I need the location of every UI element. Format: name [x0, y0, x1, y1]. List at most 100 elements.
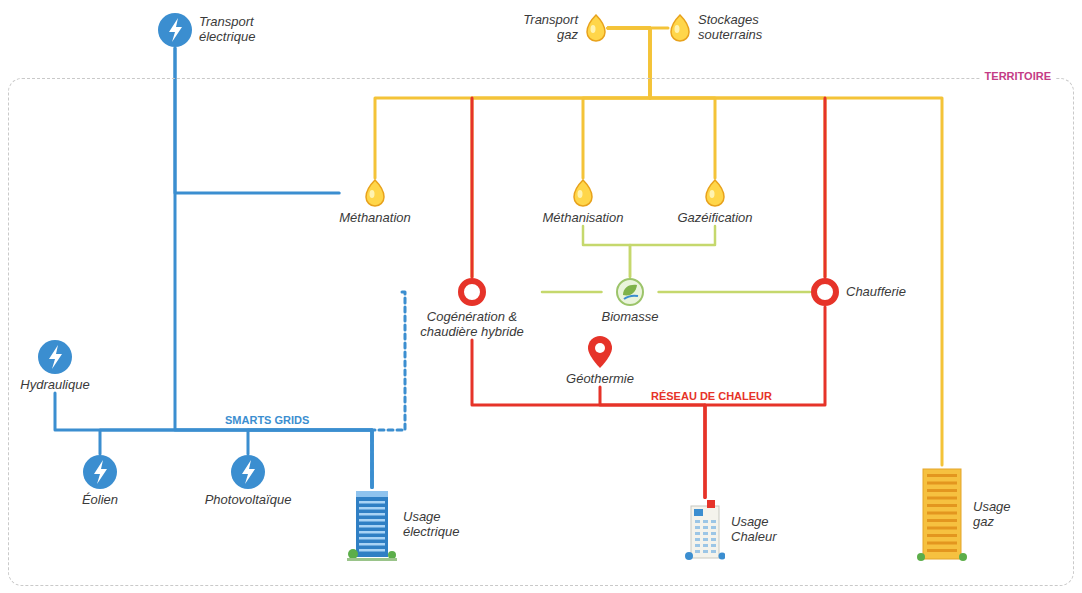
window — [711, 550, 716, 553]
window-row — [927, 549, 957, 552]
biomass-globe — [617, 279, 643, 305]
node-label: Géothermie — [566, 372, 634, 387]
window — [703, 544, 708, 547]
node-label: Usage électrique — [403, 510, 483, 540]
energy-node: Usage gaz — [917, 465, 1023, 565]
window-row — [359, 549, 385, 552]
node-icon — [457, 277, 487, 307]
building-body — [923, 469, 961, 559]
energy-link — [583, 28, 650, 178]
node-label: Transport gaz — [516, 13, 578, 43]
window-rows — [359, 501, 385, 552]
gas-shine — [370, 190, 375, 198]
node-icon — [37, 339, 73, 375]
node-icon — [363, 178, 387, 208]
energy-node: Transport gaz — [516, 13, 608, 43]
energy-link — [55, 393, 372, 488]
node-label: Cogénération & chaudière hybride — [402, 310, 542, 340]
energy-link — [600, 387, 705, 498]
node-label: Méthanation — [339, 211, 411, 226]
tree — [917, 553, 925, 561]
node-icon — [584, 13, 608, 43]
energy-link — [175, 48, 339, 193]
window-row — [359, 507, 385, 510]
energy-node: Biomasse — [601, 277, 658, 325]
map-pin — [588, 336, 612, 368]
leaf-symbol — [623, 285, 637, 296]
energy-node: Méthanisation — [543, 178, 624, 226]
bolt-symbol — [49, 345, 62, 369]
bolt-symbol — [169, 18, 182, 42]
person-symbol — [719, 552, 726, 559]
node-icon — [810, 277, 840, 307]
node-label: Stockages souterrains — [698, 13, 778, 43]
node-label: Usage gaz — [973, 500, 1023, 530]
window-row — [359, 519, 385, 522]
network-label: SMARTS GRIDS — [222, 414, 312, 426]
tree — [959, 553, 967, 561]
node-label: Gazéification — [677, 211, 752, 226]
energy-node: Usage électrique — [347, 488, 483, 563]
bolt-symbol — [242, 460, 255, 484]
window — [711, 520, 716, 523]
gas-drop — [574, 180, 592, 206]
node-icon — [82, 454, 118, 490]
energy-link — [705, 307, 825, 498]
pin-hole — [595, 343, 605, 353]
energy-link — [608, 28, 825, 277]
window-row — [927, 489, 957, 492]
node-label: Méthanisation — [543, 211, 624, 226]
energy-link — [375, 28, 650, 178]
window-row — [927, 512, 957, 515]
energy-node: Géothermie — [566, 335, 634, 387]
window-row — [927, 482, 957, 485]
node-label: Hydraulique — [20, 378, 89, 393]
energy-link — [542, 291, 601, 294]
node-label: Éolien — [82, 493, 118, 508]
energy-node: Méthanation — [339, 178, 411, 226]
gas-drop — [366, 180, 384, 206]
gas-drop — [706, 180, 724, 206]
node-icon — [668, 13, 692, 43]
heat-feed-line — [824, 98, 827, 277]
building-roof — [356, 491, 388, 497]
window-row — [927, 542, 957, 545]
window — [695, 532, 700, 535]
node-icon — [347, 488, 397, 563]
heat-feed-line — [471, 98, 474, 277]
window — [695, 526, 700, 529]
node-icon — [917, 465, 967, 565]
node-icon — [571, 178, 595, 208]
node-icon — [587, 335, 613, 369]
energy-link — [659, 291, 810, 294]
node-icon — [230, 454, 266, 490]
building-sign — [694, 509, 703, 516]
energy-node: Photovoltaïque — [205, 454, 292, 508]
window — [711, 544, 716, 547]
window — [695, 544, 700, 547]
ground — [347, 558, 397, 561]
node-label: Usage Chaleur — [731, 515, 801, 545]
window-row — [927, 474, 957, 477]
window — [695, 538, 700, 541]
building-sign — [707, 500, 715, 508]
gas-shine — [591, 25, 596, 33]
energy-link — [472, 340, 705, 498]
tree — [388, 551, 396, 559]
node-label: Transport électrique — [199, 15, 269, 45]
window-row — [359, 537, 385, 540]
energy-node: Gazéification — [677, 178, 752, 226]
building-body — [691, 506, 719, 558]
energy-node: Transport électrique — [157, 12, 269, 48]
water-stroke — [624, 296, 638, 299]
icon-disc — [158, 13, 192, 47]
energy-node: Hydraulique — [20, 339, 89, 393]
energy-link — [630, 226, 715, 277]
energy-link — [583, 226, 630, 277]
window-row — [359, 525, 385, 528]
connector-group — [55, 28, 942, 498]
node-icon — [703, 178, 727, 208]
window-rows — [927, 474, 957, 552]
